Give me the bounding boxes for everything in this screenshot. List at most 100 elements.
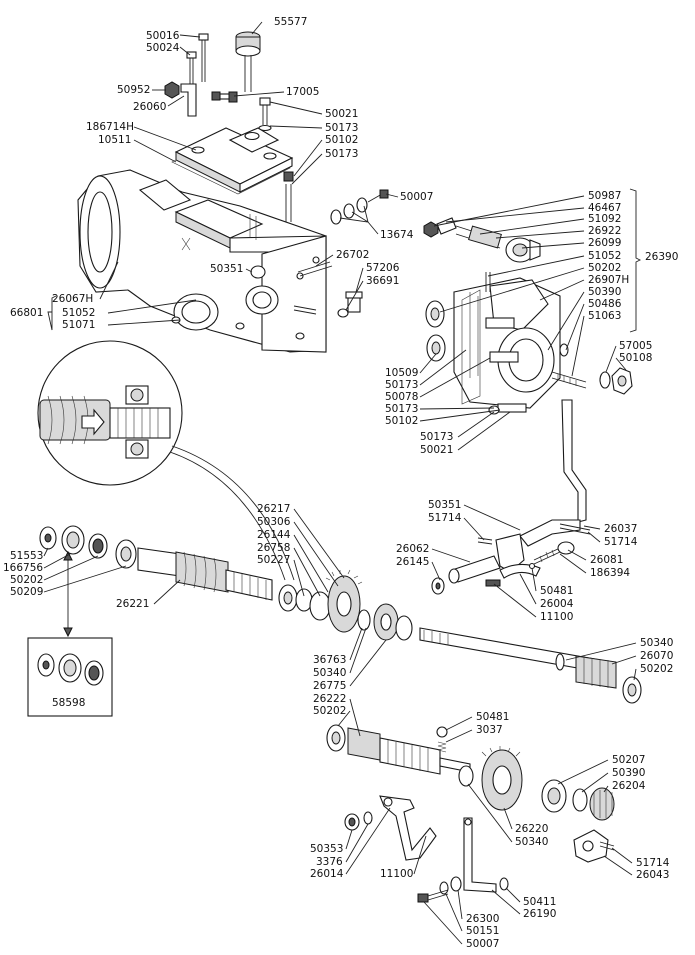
part-number-label: 26067H bbox=[52, 293, 93, 305]
pin-icon bbox=[297, 261, 333, 277]
part-number-label: 26204 bbox=[612, 780, 646, 792]
part-number-label: 50952 bbox=[117, 84, 150, 96]
stud-icon bbox=[283, 171, 294, 222]
part-number-label: 50207 bbox=[612, 754, 645, 766]
part-number-label: 51052 bbox=[62, 307, 95, 319]
part-number-label: 26390 bbox=[645, 251, 678, 263]
part-number-label: 50481 bbox=[540, 585, 573, 597]
part-number-label: 51714 bbox=[636, 857, 670, 869]
part-number-label: 50173 bbox=[420, 431, 453, 443]
part-number-label: 36763 bbox=[313, 654, 346, 666]
lower-gear-shaft bbox=[326, 724, 615, 821]
part-number-label: 10511 bbox=[98, 134, 131, 146]
part-number-label: 26220 bbox=[515, 823, 548, 835]
lower-linkage-right bbox=[417, 817, 615, 903]
part-number-label: 57005 bbox=[619, 340, 652, 352]
part-number-label: 51714 bbox=[604, 536, 638, 548]
part-number-label: 26060 bbox=[133, 101, 166, 113]
part-number-label: 51553 bbox=[10, 550, 43, 562]
counter-shaft bbox=[419, 627, 642, 704]
part-number-label: 46467 bbox=[588, 202, 621, 214]
part-number-label: 26217 bbox=[257, 503, 290, 515]
cover-plate-icon bbox=[174, 127, 294, 193]
part-number-label: 50340 bbox=[313, 667, 346, 679]
part-number-label: 26014 bbox=[310, 868, 344, 880]
leader-lines bbox=[43, 21, 637, 945]
part-number-label: 26907H bbox=[588, 274, 629, 286]
bracket-icon bbox=[180, 83, 197, 117]
part-number-label: 166756 bbox=[3, 562, 43, 574]
part-number-label: 26300 bbox=[466, 913, 499, 925]
bolt-icon bbox=[258, 97, 272, 132]
fitting-icon bbox=[211, 91, 238, 103]
part-number-label: 50351 bbox=[210, 263, 243, 275]
part-number-label: 26062 bbox=[396, 543, 429, 555]
part-number-label: 50102 bbox=[385, 415, 418, 427]
part-number-label: 50351 bbox=[428, 499, 461, 511]
part-number-label: 50340 bbox=[640, 637, 673, 649]
part-number-label: 26037 bbox=[604, 523, 637, 535]
part-number-label: 50411 bbox=[523, 896, 556, 908]
part-number-label: 11100 bbox=[540, 611, 573, 623]
part-number-label: 26775 bbox=[313, 680, 346, 692]
shifter-rod bbox=[477, 399, 591, 547]
side-cover-assembly bbox=[423, 217, 633, 415]
part-number-label: 50021 bbox=[420, 444, 453, 456]
detail-zoom-circle bbox=[37, 340, 295, 581]
part-number-label: 51714 bbox=[428, 512, 462, 524]
part-number-label: 26043 bbox=[636, 869, 669, 881]
part-number-label: 57206 bbox=[366, 262, 400, 274]
part-number-label: 50202 bbox=[10, 574, 43, 586]
nut-icon bbox=[164, 81, 180, 99]
part-number-label: 55577 bbox=[274, 16, 307, 28]
part-number-label: 3376 bbox=[316, 856, 343, 868]
top-cover-assembly bbox=[164, 31, 294, 222]
part-number-label: 50340 bbox=[515, 836, 548, 848]
washers-icon bbox=[330, 189, 389, 225]
lower-linkage-left bbox=[344, 795, 437, 861]
part-number-label: 50173 bbox=[385, 379, 418, 391]
part-number-label: 50390 bbox=[588, 286, 621, 298]
part-number-labels: 5001650024555775095226060170055002150173… bbox=[3, 16, 678, 950]
part-number-label: 50021 bbox=[325, 108, 358, 120]
part-number-label: 26702 bbox=[336, 249, 369, 261]
part-number-label: 13674 bbox=[380, 229, 414, 241]
kit-box-58598 bbox=[27, 637, 113, 717]
part-number-label: 26922 bbox=[588, 225, 621, 237]
part-number-label: 50173 bbox=[325, 148, 358, 160]
part-number-label: 50173 bbox=[385, 403, 418, 415]
part-number-label: 3037 bbox=[476, 724, 503, 736]
left-bearing-set bbox=[39, 525, 108, 638]
part-number-label: 26145 bbox=[396, 556, 429, 568]
part-number-label: 50486 bbox=[588, 298, 622, 310]
part-number-label: 50202 bbox=[313, 705, 346, 717]
part-number-label: 50024 bbox=[146, 42, 180, 54]
part-number-label: 58598 bbox=[52, 697, 85, 709]
breather-cap-icon bbox=[235, 31, 261, 92]
part-number-label: 26099 bbox=[588, 237, 621, 249]
part-number-label: 51063 bbox=[588, 310, 621, 322]
part-number-label: 50353 bbox=[310, 843, 343, 855]
group-braces bbox=[47, 188, 642, 333]
part-number-label: 26190 bbox=[523, 908, 556, 920]
part-number-label: 51092 bbox=[588, 213, 621, 225]
part-number-label: 26144 bbox=[257, 529, 291, 541]
part-number-label: 50390 bbox=[612, 767, 645, 779]
gearbox-housing bbox=[77, 169, 389, 353]
part-number-label: 50202 bbox=[588, 262, 621, 274]
part-number-label: 26070 bbox=[640, 650, 673, 662]
part-number-label: 26222 bbox=[313, 693, 346, 705]
part-number-label: 50481 bbox=[476, 711, 509, 723]
part-number-label: 50007 bbox=[466, 938, 499, 950]
part-number-label: 50078 bbox=[385, 391, 418, 403]
part-number-label: 26004 bbox=[540, 598, 574, 610]
part-number-label: 10509 bbox=[385, 367, 418, 379]
part-number-label: 186394 bbox=[590, 567, 630, 579]
part-number-label: 186714H bbox=[86, 121, 134, 133]
shift-fork-assembly bbox=[431, 533, 575, 595]
part-number-label: 50227 bbox=[257, 554, 290, 566]
part-number-label: 26221 bbox=[116, 598, 149, 610]
part-number-label: 51052 bbox=[588, 250, 621, 262]
part-number-label: 50007 bbox=[400, 191, 433, 203]
